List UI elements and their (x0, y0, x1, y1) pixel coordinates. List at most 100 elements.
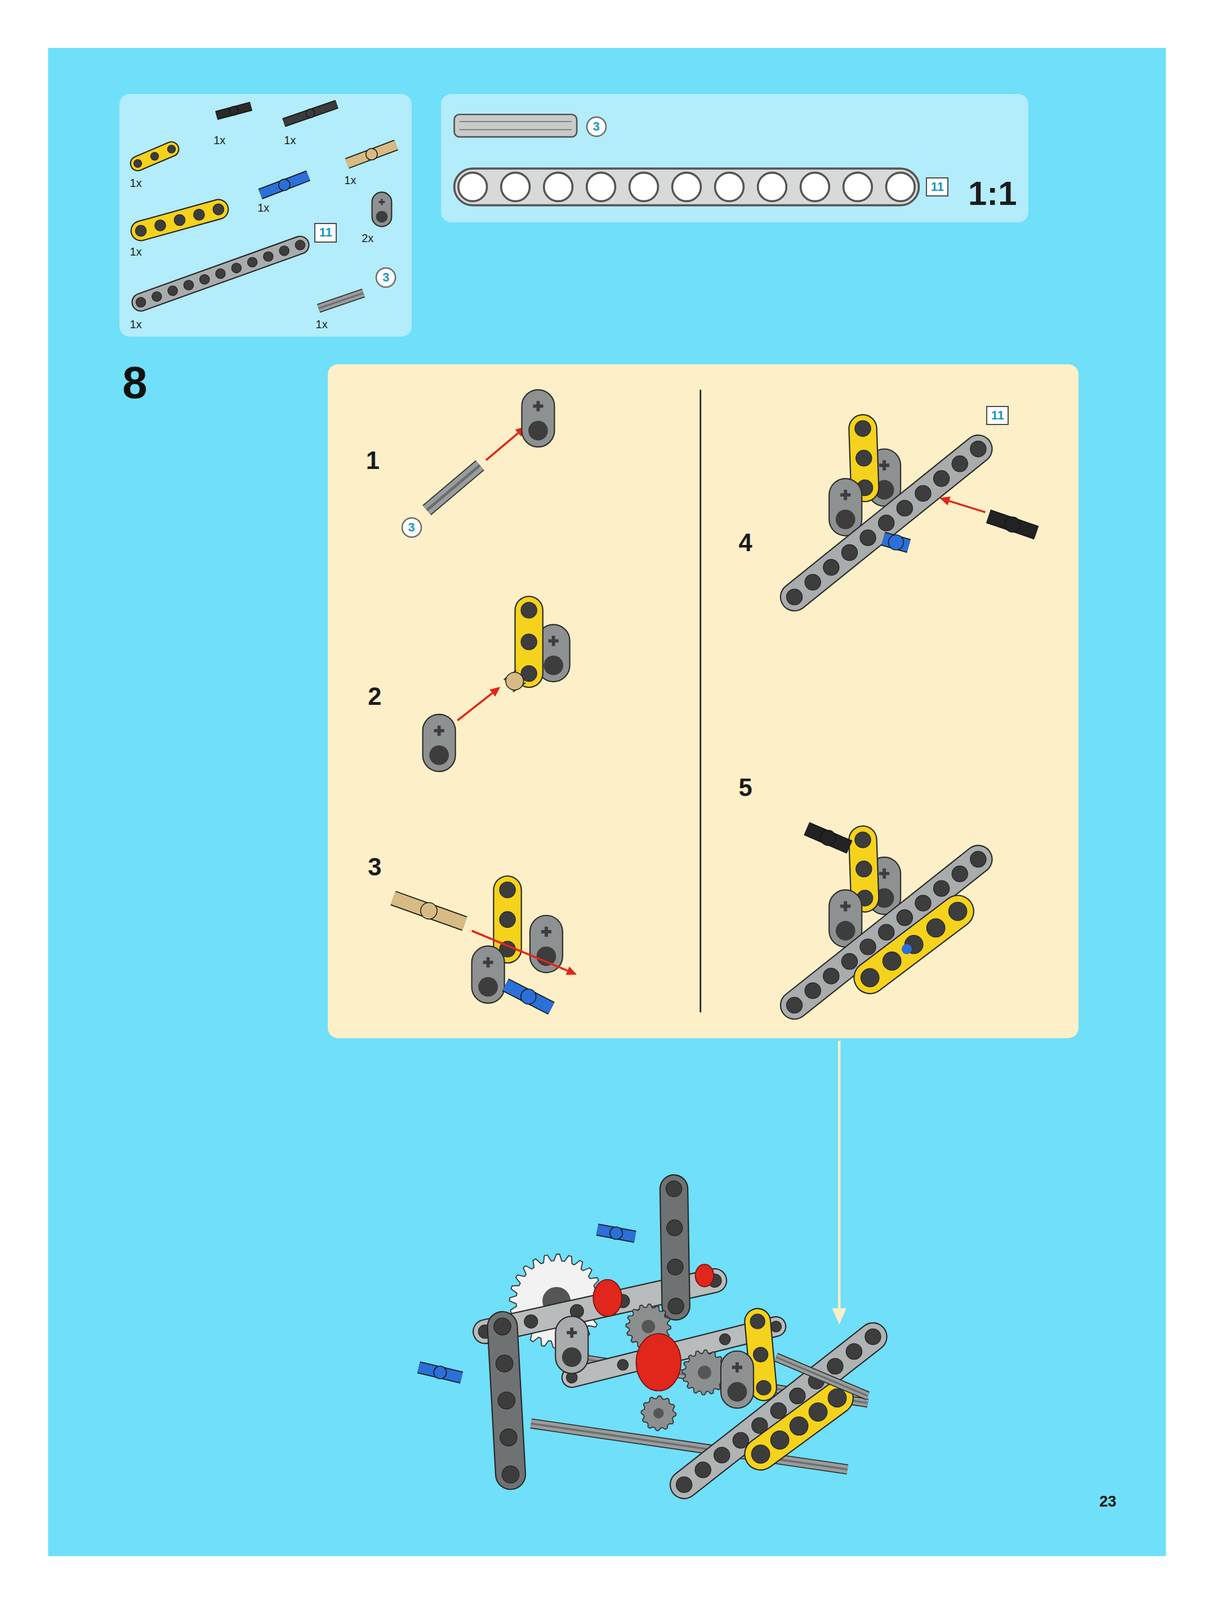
axle-hole (840, 489, 851, 501)
axle-hole (879, 869, 890, 880)
panel-illustration (327, 364, 1079, 1039)
beam-hole (501, 1466, 519, 1484)
part-count: 1x (315, 319, 328, 331)
beam-body (140, 244, 301, 303)
pin-outline (505, 985, 552, 1010)
beam-scale-hole (715, 172, 744, 202)
pin-collar (609, 1227, 623, 1240)
beam-hole (882, 952, 902, 971)
beam-hole (295, 239, 305, 250)
pin-outline (260, 175, 309, 195)
pin-collar (305, 108, 315, 118)
beam-outline (140, 244, 301, 303)
beam-hole (497, 1392, 515, 1410)
beam-hole (750, 1314, 765, 1330)
beam-hole (860, 969, 880, 988)
assembled-model (418, 1181, 881, 1494)
arrow-shaft (457, 693, 493, 721)
beam-hole (933, 880, 949, 897)
axle-hole (434, 725, 445, 737)
callout-number: 3 (593, 120, 600, 133)
beam-hole (789, 1417, 809, 1437)
axle-scale (454, 114, 578, 137)
callout-number: 11 (319, 226, 333, 239)
beam-hole (823, 559, 840, 576)
axle-body (318, 292, 364, 309)
beam-hole (804, 574, 821, 591)
beam-scale-hole (758, 172, 787, 202)
beam-hole (823, 968, 840, 985)
beam-body (140, 209, 219, 231)
axle-hole (541, 927, 552, 938)
beam-outline (137, 149, 172, 164)
beam-hole (520, 634, 537, 650)
substep-number: 2 (367, 685, 382, 711)
beam-hole (948, 902, 968, 922)
connector-body (829, 478, 862, 537)
beam-outline (674, 1189, 677, 1307)
panel-illustration (440, 94, 1028, 223)
beam-hole (247, 257, 257, 267)
beam-hole (193, 208, 206, 221)
beam-scale-hole (501, 172, 530, 202)
length-callout-circle: 3 (585, 116, 608, 138)
connector-body (521, 390, 555, 448)
pin-hole (528, 421, 548, 441)
pin-body (806, 829, 850, 848)
arrow-head (831, 1308, 846, 1326)
pin-body (283, 104, 337, 123)
pin-outline (283, 104, 337, 123)
callout-number: 3 (382, 271, 390, 284)
beam-hole (499, 882, 516, 899)
beam-hole (854, 420, 871, 437)
beam-hole (676, 1477, 693, 1494)
pin-collar (888, 535, 904, 551)
beam-hole (854, 832, 871, 849)
axle-hole (548, 635, 559, 646)
beam-hole (135, 297, 146, 307)
beam-hole (915, 485, 931, 502)
beam-outline (870, 911, 958, 979)
beam-hole (263, 251, 274, 262)
beam-hole (786, 997, 802, 1014)
pin-hole (478, 977, 498, 998)
beam-hole (951, 456, 968, 472)
gear (641, 1396, 677, 1432)
beam-hole (279, 246, 289, 256)
pin-hole (376, 210, 389, 223)
beam-scale-hole (629, 172, 659, 202)
beam-scale-hole (843, 172, 873, 202)
pin-hole (835, 509, 856, 530)
connector-body (555, 1316, 588, 1375)
beam-hole (770, 1403, 787, 1420)
beam-hole (134, 159, 142, 168)
beam-hole (865, 1329, 881, 1345)
beam-hole (520, 602, 537, 619)
beam-outline (514, 610, 543, 674)
pin-collar (278, 179, 291, 191)
beam-scale-hole (544, 172, 573, 202)
beam-scale-hole (672, 172, 702, 202)
red-part (635, 1334, 681, 1392)
beam-hole (719, 1334, 731, 1346)
beam-hole (152, 291, 162, 302)
axle-groove (459, 121, 572, 123)
substep-number: 3 (367, 855, 382, 881)
beam-hole (896, 910, 913, 926)
beam-hole (617, 1359, 629, 1371)
callout-number: 11 (991, 409, 1005, 422)
axle-groove (776, 1357, 868, 1397)
beam-hole (856, 861, 872, 878)
beam-hole (770, 1321, 782, 1333)
beam-body (137, 149, 172, 164)
pin-collar (366, 148, 378, 160)
arrow-head (939, 496, 951, 506)
substep-panel: 12345311 (327, 364, 1079, 1039)
connector-body (529, 915, 563, 974)
axle-hole (566, 1328, 577, 1339)
beam-hole (150, 152, 159, 160)
arrow-head (565, 967, 577, 976)
beam-hole (878, 924, 895, 941)
